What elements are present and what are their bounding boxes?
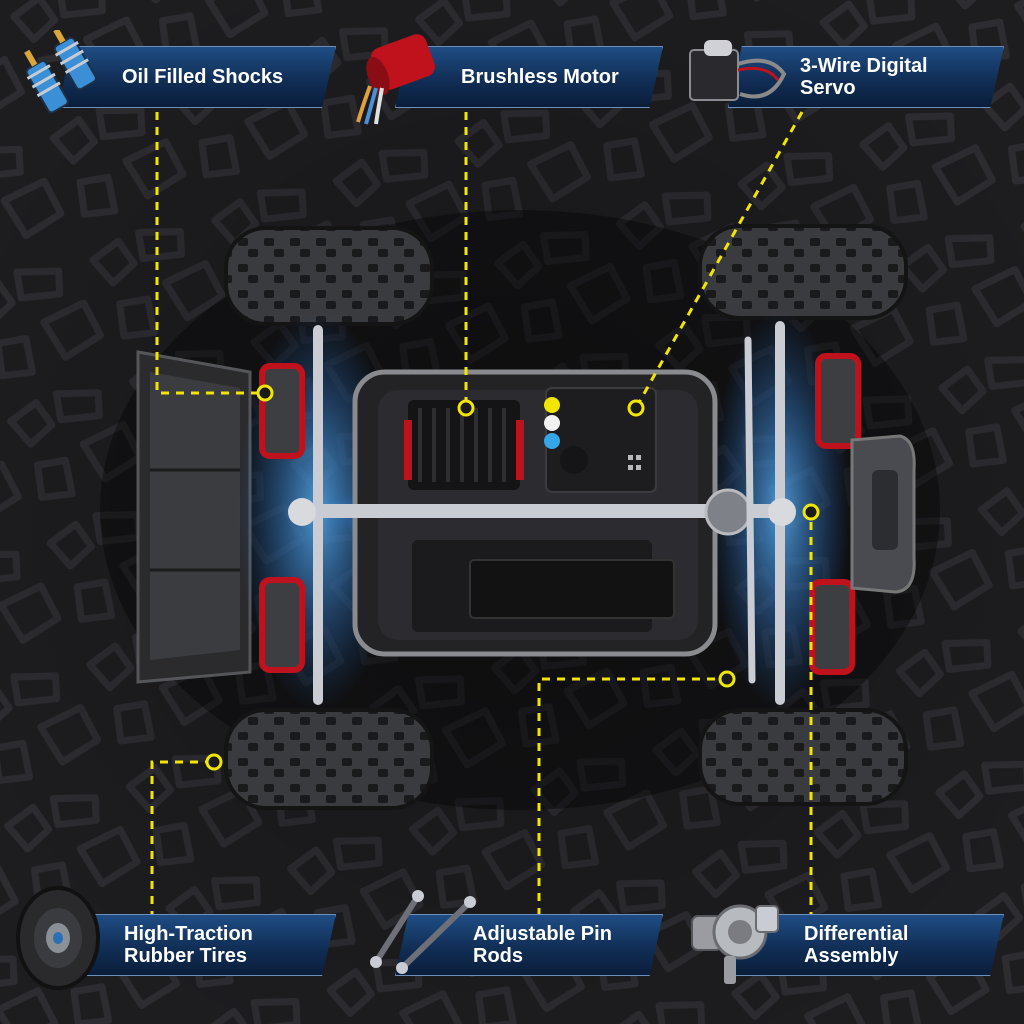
esc-receiver-unit [544, 387, 657, 493]
leader-dots [205, 384, 820, 771]
tire-icon [16, 886, 100, 990]
rear-wing [136, 350, 252, 684]
oil-filled-shocks-label: Oil Filled Shocks [58, 46, 336, 108]
differential-text-line1: Differential [804, 923, 909, 945]
servo-text-line1: 3-Wire Digital [800, 55, 928, 77]
pin-rod-icon [370, 890, 476, 974]
oil-shock-icon [24, 30, 97, 114]
differential-text-line2: Assembly [804, 945, 899, 967]
front-bumper [850, 434, 916, 594]
brushless-motor-icon [356, 34, 435, 125]
oil-filled-shocks-text: Oil Filled Shocks [122, 66, 284, 88]
battery-strap [412, 540, 675, 632]
servo-text-line2: Servo [800, 77, 856, 99]
servo-icon [689, 40, 787, 101]
tire-front-right [698, 224, 908, 320]
pin-rods-text-line1: Adjustable Pin [473, 923, 612, 945]
tire-front-left [224, 226, 434, 326]
rubber-tires-text-line1: High-Traction [124, 923, 253, 945]
pin-rods-label: Adjustable Pin Rods [395, 914, 663, 976]
brushless-motor-text: Brushless Motor [461, 66, 619, 88]
differential-icon [691, 904, 779, 984]
brushless-motor-label: Brushless Motor [395, 46, 663, 108]
rubber-tires-text-line2: Rubber Tires [124, 945, 247, 967]
brushless-motor-part [404, 400, 524, 490]
drive-shaft [300, 488, 780, 536]
leader-lines [150, 111, 813, 934]
rubber-tires-label: High-Traction Rubber Tires [58, 914, 336, 976]
pin-rods-text-line2: Rods [473, 945, 523, 967]
tire-rear-left [224, 708, 434, 810]
tire-rear-right [698, 708, 908, 806]
